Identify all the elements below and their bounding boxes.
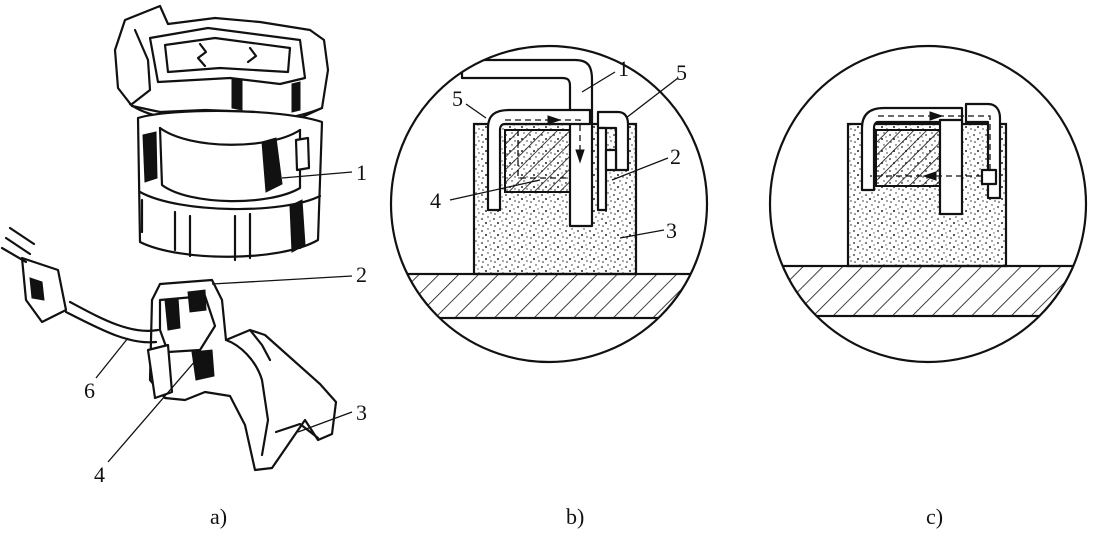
caption-b: b): [566, 504, 584, 529]
label-a-2: 2: [356, 262, 367, 287]
holder-part-3: [146, 278, 338, 472]
label-a-4: 4: [94, 462, 105, 487]
label-b-5-right: 5: [676, 60, 687, 85]
coil-part-4: [504, 129, 571, 193]
label-b-5-left: 5: [452, 86, 463, 111]
label-a-3: 3: [356, 400, 367, 425]
label-a-1: 1: [356, 160, 367, 185]
labels-a: 1 2 3 4 6: [84, 160, 367, 487]
panel-b-illustration: [389, 44, 709, 364]
panel-captions: a) b) c): [210, 504, 943, 529]
caption-c: c): [926, 504, 943, 529]
label-b-1: 1: [618, 56, 629, 81]
sensor-top-cap: [113, 4, 330, 125]
panel-c-illustration: [768, 44, 1088, 364]
leader-lines-a: [95, 171, 353, 463]
coil-c: [875, 129, 941, 187]
label-b-4: 4: [430, 188, 441, 213]
panel-a-illustration: [0, 4, 338, 472]
base-plate-b: [391, 272, 707, 320]
leader-lines-b: [449, 71, 679, 239]
label-b-2: 2: [670, 144, 681, 169]
label-b-3: 3: [666, 218, 677, 243]
caption-a: a): [210, 504, 227, 529]
labels-b: 1 5 5 2 4 3: [430, 56, 687, 243]
detail-circle-c: [768, 44, 1088, 364]
sensor-body-part-1: [136, 109, 324, 262]
cable-part-6: [0, 226, 160, 344]
label-a-6: 6: [84, 378, 95, 403]
detail-circle-b: [389, 44, 709, 364]
